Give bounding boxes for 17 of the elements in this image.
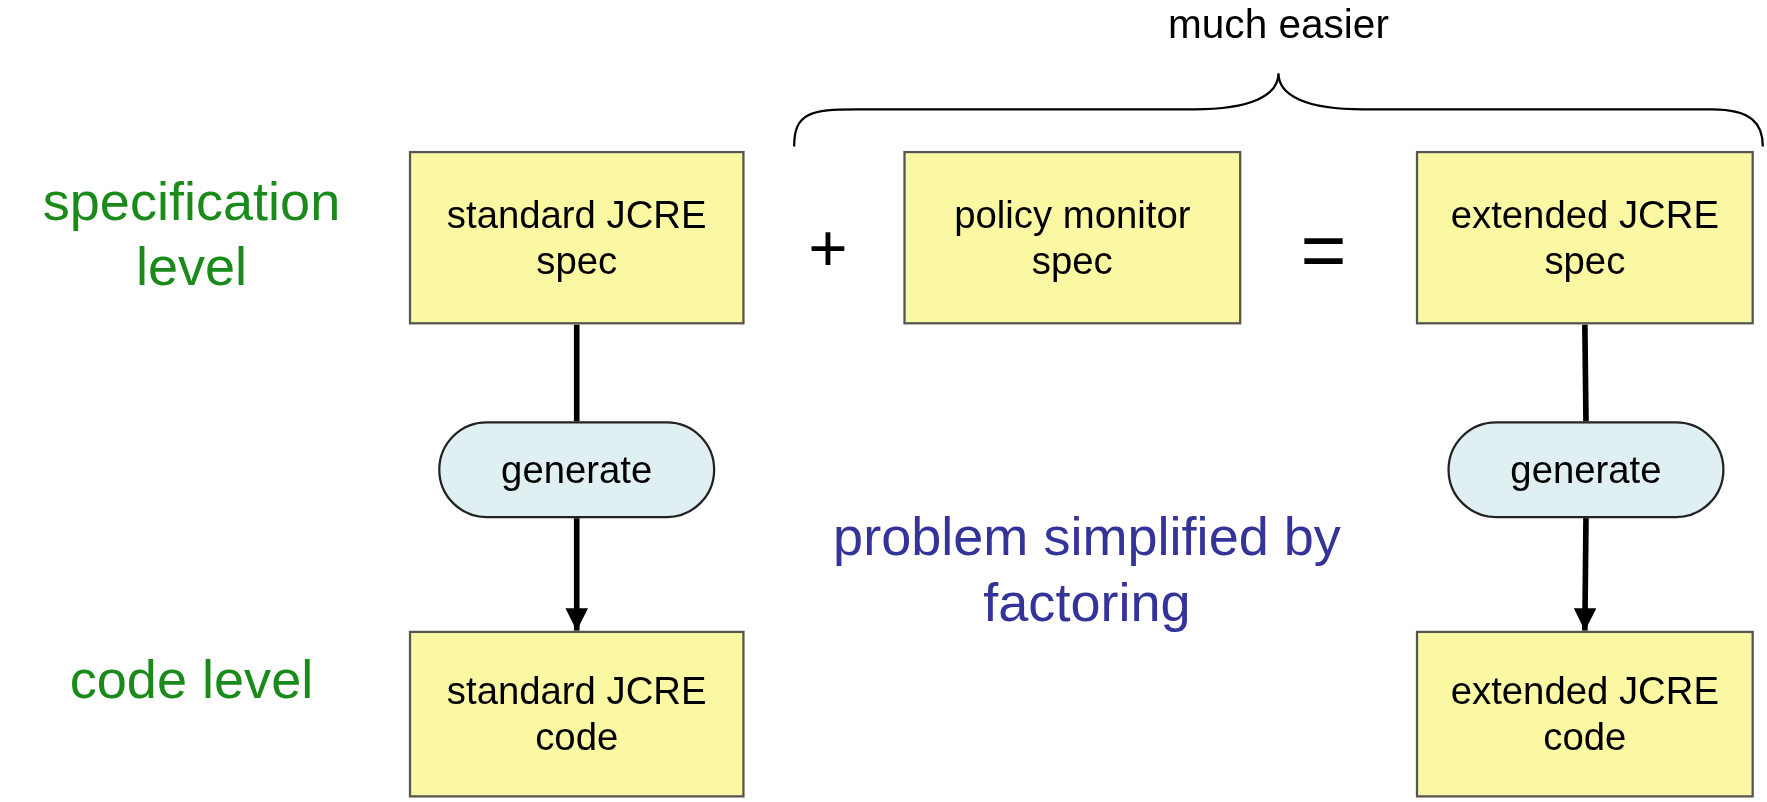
action-pill: generate [1447, 421, 1725, 519]
equals-sign: = [1299, 205, 1348, 296]
annotation-text: problem simplified by factoring [832, 505, 1342, 634]
process-box: extended JCRE spec [1415, 150, 1754, 325]
process-box: extended JCRE code [1415, 630, 1754, 798]
annotation-text: much easier [1167, 0, 1390, 49]
plus-sign: + [807, 209, 849, 289]
process-box: standard JCRE spec [408, 150, 745, 325]
connector-line [1582, 324, 1589, 422]
arrow [565, 518, 588, 631]
arrow [1573, 518, 1597, 631]
level-label: specification level [41, 170, 342, 298]
action-pill: generate [438, 421, 716, 519]
level-label: code level [68, 648, 315, 712]
connector-line [573, 324, 580, 422]
process-box: policy monitor spec [903, 150, 1242, 325]
process-box: standard JCRE code [408, 630, 745, 798]
